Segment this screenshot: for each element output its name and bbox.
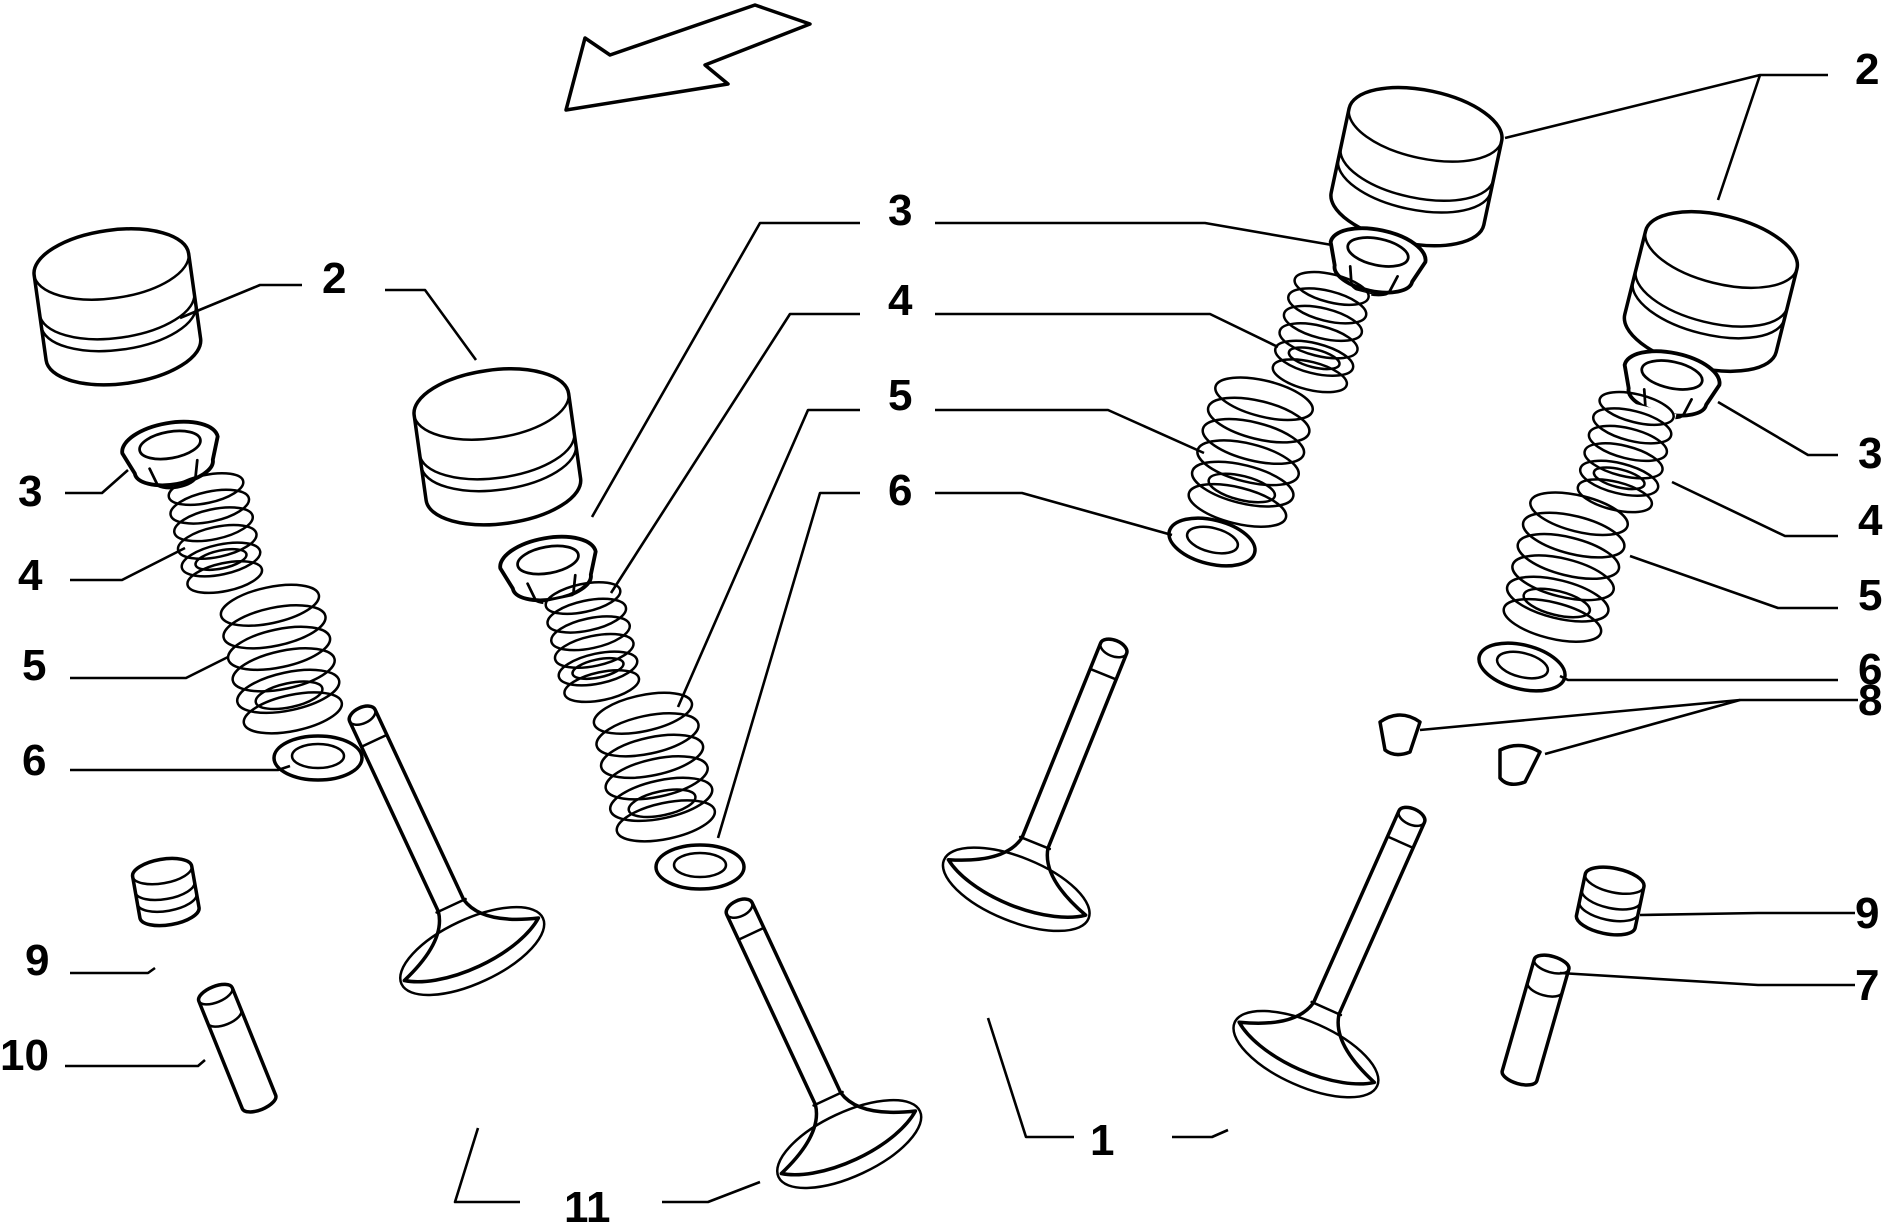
valve-cotter-right	[1498, 743, 1542, 786]
tappet-bucket	[27, 217, 208, 396]
exhaust-valve	[286, 673, 559, 1015]
leader-lines	[65, 73, 1858, 1204]
direction-arrow-icon	[564, 3, 812, 112]
spring-seat-washer	[1472, 633, 1572, 701]
intake-valve	[930, 609, 1191, 950]
callout-right-spring-seat: 6	[1858, 645, 1882, 694]
callout-right-valve-seal: 9	[1855, 889, 1879, 938]
intake-valve	[1219, 775, 1488, 1117]
valve-stem-seal	[128, 852, 203, 932]
tappet-bucket	[407, 357, 588, 536]
callout-left-inner-spring: 4	[18, 551, 43, 600]
center-valve-assembly	[407, 357, 936, 1208]
callout-exhaust-valves: 11	[564, 1183, 611, 1230]
outer-valve-spring	[587, 683, 722, 851]
callout-right-inner-spring: 4	[1858, 496, 1883, 545]
callout-center-spring-seat: 6	[888, 466, 912, 515]
callout-right-tappet: 2	[1855, 45, 1879, 94]
outer-valve-spring	[214, 575, 349, 743]
callout-left-spring-seat: 6	[22, 736, 46, 785]
valve-guide	[194, 978, 281, 1118]
outer-valve-spring	[1496, 482, 1636, 652]
spring-seat-washer	[1162, 508, 1262, 576]
exhaust-valve	[663, 866, 936, 1208]
spring-seat-washer	[272, 734, 364, 782]
callout-labels: 2 3 4 5 6 9 10 3 4 5 6 11 2 3 4 5 6 8 9 …	[0, 45, 1883, 1230]
callout-left-retainer: 3	[18, 467, 42, 516]
valve-cotter-left	[1378, 713, 1422, 757]
callout-center-retainer: 3	[888, 186, 912, 235]
left-valve-assembly	[27, 217, 559, 1118]
callout-center-inner-spring: 4	[888, 276, 913, 325]
spring-retainer	[116, 413, 228, 498]
valve-stem-seal	[1572, 860, 1649, 942]
callout-left-valve-seal: 9	[25, 936, 49, 985]
callout-right-cotters: 8	[1858, 676, 1882, 725]
callout-left-valve-guide: 10	[0, 1031, 49, 1080]
callout-left-tappet: 2	[322, 254, 346, 303]
spring-seat-washer	[654, 843, 746, 891]
inner-valve-spring	[1266, 263, 1376, 401]
callout-intake-valves: 1	[1090, 1116, 1114, 1165]
callout-left-outer-spring: 5	[22, 641, 46, 690]
right-valve-assembly	[1219, 196, 1807, 1117]
callout-right-valve-guide: 7	[1855, 961, 1879, 1010]
callout-right-outer-spring: 5	[1858, 571, 1882, 620]
callout-center-outer-spring: 5	[888, 371, 912, 420]
callout-right-retainer: 3	[1858, 429, 1882, 478]
